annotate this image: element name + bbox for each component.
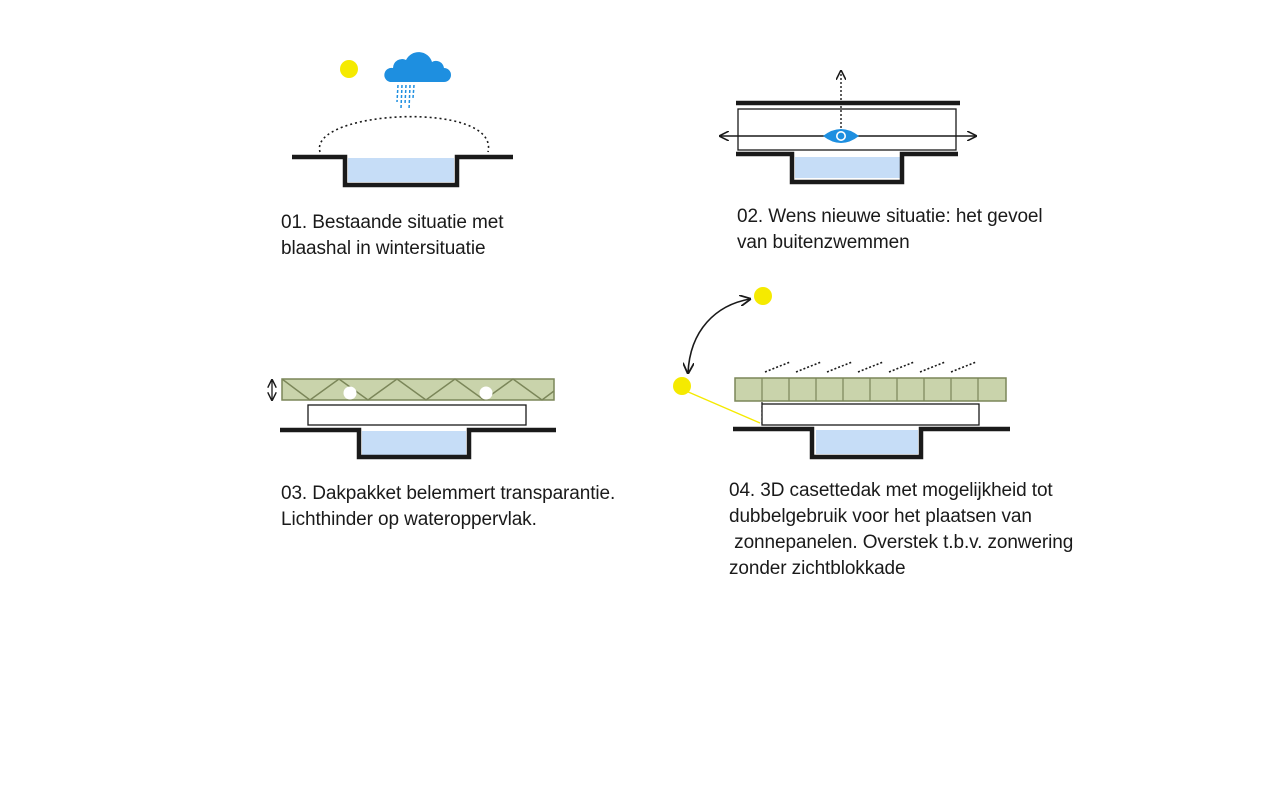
panel-01-illustration [292,52,513,188]
pool-water [795,157,901,178]
caption-line: van buitenzwemmen [737,232,910,253]
truss-node [479,386,493,400]
caption-line: Lichthinder op wateroppervlak. [281,509,537,530]
sun-icon [340,60,358,78]
rain-drops [396,84,415,111]
caption-01: 01. Bestaande situatie met blaashal in w… [281,210,503,262]
sun-path-arrow [688,299,750,373]
sun-icon [754,287,772,305]
panel-04-illustration [673,287,1010,460]
caption-line: zonder zichtblokkade [729,558,906,579]
pool-water [362,431,466,455]
eye-icon [823,129,859,143]
pool-water [348,158,454,182]
caption-line: dubbelgebruik voor het plaatsen van [729,506,1032,527]
caption-line: 01. Bestaande situatie met [281,212,504,233]
pool-basin [736,151,958,185]
rain-cloud-icon [384,52,451,111]
sun-ray [685,390,761,424]
caption-line: 04. 3D casettedak met mogelijkheid tot [729,480,1053,501]
caption-line: blaashal in wintersituatie [281,238,486,259]
transparent-enclosure [737,108,957,151]
transparent-enclosure [761,403,980,426]
pool-basin [292,154,513,188]
solar-panels [764,361,977,373]
cassette-ribs [761,378,979,401]
caption-line: zonnepanelen. Overstek t.b.v. zonwering [729,532,1074,553]
truss-node [343,386,357,400]
transparent-enclosure [307,404,527,426]
caption-line: 02. Wens nieuwe situatie: het gevoel [737,206,1043,227]
roof-truss [281,378,555,401]
caption-03: 03. Dakpakket belemmert transparantie. L… [281,481,615,533]
pool-water [816,430,918,454]
air-dome-outline [319,115,489,153]
caption-04: 04. 3D casettedak met mogelijkheid tot d… [729,478,1073,582]
pool-basin [280,427,556,460]
panel-02-illustration [720,71,976,185]
caption-line: 03. Dakpakket belemmert transparantie. [281,483,616,504]
caption-02: 02. Wens nieuwe situatie: het gevoel van… [737,204,1043,256]
panel-03-illustration [272,378,556,460]
pool-basin [733,426,1010,460]
roof-package [281,378,555,401]
